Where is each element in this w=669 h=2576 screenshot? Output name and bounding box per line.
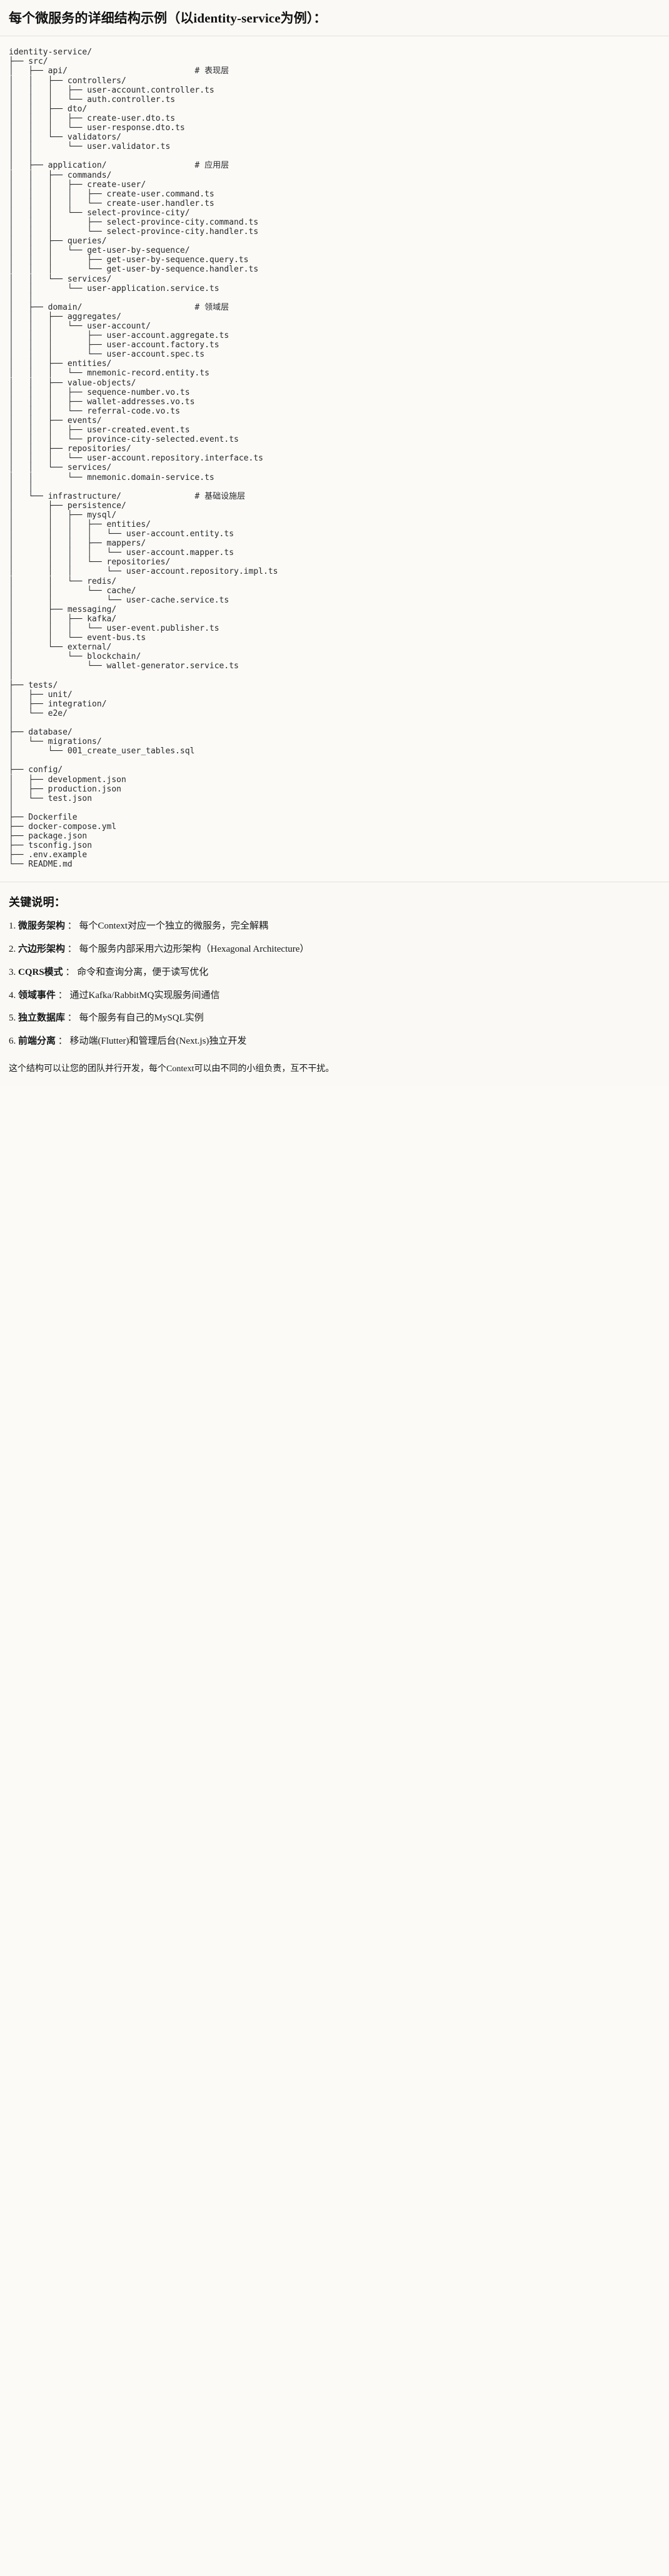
list-item-index: 4. <box>9 990 16 1000</box>
list-item-term: 领域事件 <box>18 990 56 1000</box>
list-item-term: 独立数据库 <box>18 1013 66 1024</box>
list-item-description: 移动端(Flutter)和管理后台(Next.js)独立开发 <box>69 1036 247 1047</box>
document-header: 每个微服务的详细结构示例（以identity-service为例）： <box>0 0 669 37</box>
key-points-title: 关键说明： <box>9 896 66 909</box>
closing-paragraph: 这个结构可以让您的团队并行开发，每个Context可以由不同的小组负责，互不干扰… <box>9 1064 334 1074</box>
list-item: 6. 前端分离 ： 移动端(Flutter)和管理后台(Next.js)独立开发 <box>9 1035 660 1049</box>
directory-tree-block: identity-service/ ├── src/ │ ├── api/ # … <box>0 36 669 883</box>
list-item-description: 命令和查询分离，便于读写优化 <box>77 967 209 977</box>
list-item-index: 3. <box>9 967 16 977</box>
list-item-index: 1. <box>9 921 16 932</box>
list-item-separator: ： <box>58 1036 68 1047</box>
list-item: 1. 微服务架构 ： 每个Context对应一个独立的微服务，完全解耦 <box>9 920 660 934</box>
list-item: 4. 领域事件 ： 通过Kafka/RabbitMQ实现服务间通信 <box>9 989 660 1003</box>
list-item-separator: ： <box>67 944 77 955</box>
list-item-separator: ： <box>65 967 75 977</box>
list-item-separator: ： <box>67 1013 77 1024</box>
list-item-description: 每个Context对应一个独立的微服务，完全解耦 <box>79 921 269 932</box>
list-item: 5. 独立数据库 ： 每个服务有自己的MySQL实例 <box>9 1012 660 1026</box>
key-points-section: 关键说明： 1. 微服务架构 ： 每个Context对应一个独立的微服务，完全解… <box>0 882 669 1086</box>
key-points-list: 1. 微服务架构 ： 每个Context对应一个独立的微服务，完全解耦 2. 六… <box>9 920 660 1049</box>
list-item: 3. CQRS模式 ： 命令和查询分离，便于读写优化 <box>9 966 660 980</box>
page-title: 每个微服务的详细结构示例（以identity-service为例）： <box>9 11 327 26</box>
list-item-description: 每个服务内部采用六边形架构（Hexagonal Architecture） <box>79 944 309 955</box>
list-item-separator: ： <box>67 921 77 932</box>
list-item-index: 5. <box>9 1013 16 1024</box>
list-item: 2. 六边形架构 ： 每个服务内部采用六边形架构（Hexagonal Archi… <box>9 943 660 957</box>
list-item-term: 微服务架构 <box>18 921 66 932</box>
list-item-description: 通过Kafka/RabbitMQ实现服务间通信 <box>69 990 220 1000</box>
list-item-description: 每个服务有自己的MySQL实例 <box>79 1013 204 1024</box>
list-item-separator: ： <box>58 990 68 1000</box>
list-item-index: 2. <box>9 944 16 955</box>
list-item-term: 六边形架构 <box>18 944 66 955</box>
document-page: 每个微服务的详细结构示例（以identity-service为例）： ident… <box>0 0 669 1086</box>
list-item-term: 前端分离 <box>18 1036 56 1047</box>
directory-tree: identity-service/ ├── src/ │ ├── api/ # … <box>9 48 278 870</box>
list-item-term: CQRS模式 <box>18 967 63 977</box>
list-item-index: 6. <box>9 1036 16 1047</box>
